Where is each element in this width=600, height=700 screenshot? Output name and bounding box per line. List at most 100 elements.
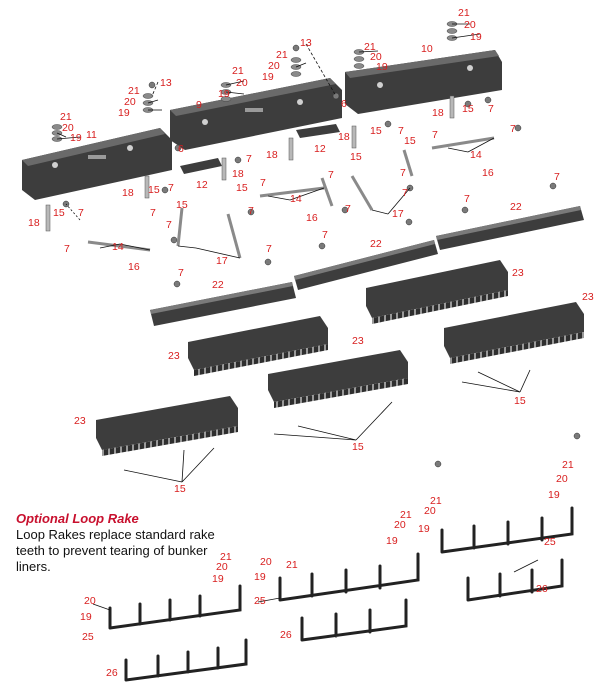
rake-bar-22-right [436,206,584,250]
callout-19-e: 19 [376,61,388,73]
callout-6a: 6 [178,143,184,155]
callout-21-f: 21 [458,7,470,19]
callout-7-o: 7 [150,207,156,219]
callout-18-e: 18 [338,131,350,143]
callout-19-k: 19 [418,523,430,535]
callout-19-h: 19 [80,611,92,623]
callout-25-c: 25 [544,536,556,548]
rake-bar-22-left [150,282,296,326]
callout-7-g: 7 [510,123,516,135]
callout-16-a: 16 [482,167,494,179]
callout-15-c: 15 [370,125,382,137]
loop-rake-group [108,506,574,682]
callout-15-i: 15 [514,395,526,407]
callout-17-b: 17 [216,255,228,267]
callout-16-c: 16 [128,261,140,273]
callout-20-f: 20 [464,19,476,31]
callout-20-d: 20 [268,60,280,72]
callout-20-h: 20 [84,595,96,607]
callout-19-g: 19 [212,573,224,585]
callout-7-a: 7 [78,207,84,219]
callout-7-i: 7 [260,177,266,189]
callout-20-g: 20 [216,561,228,573]
nut-group [62,44,581,468]
callout-7-k: 7 [345,203,351,215]
callout-13: 13 [160,77,172,89]
callout-18-c: 18 [232,168,244,180]
leader-lines [56,23,539,611]
callout-7-h: 7 [400,167,406,179]
callout-6b: 6 [341,98,347,110]
callout-20-i: 20 [260,556,272,568]
callout-19-c: 19 [218,88,230,100]
callout-22-b: 22 [370,238,382,250]
callout-23-e: 23 [74,415,86,427]
callout-15-h: 15 [176,199,188,211]
callout-21-c: 21 [232,65,244,77]
callout-7-u: 7 [402,187,408,199]
callout-20-k: 20 [424,505,436,517]
callout-26-c: 26 [536,583,548,595]
callout-19-b: 19 [118,107,130,119]
callout-12-a: 12 [196,179,208,191]
callout-23-c: 23 [582,291,594,303]
callout-15-a: 15 [53,207,65,219]
callout-14-c: 14 [112,241,124,253]
callout-26-b: 26 [280,629,292,641]
callout-10: 10 [421,43,433,55]
callout-15-b: 15 [148,184,160,196]
callout-19-i: 19 [254,571,266,583]
callout-21-a: 21 [60,111,72,123]
callout-7-e: 7 [488,103,494,115]
callout-15-k: 15 [174,483,186,495]
callout-7-n: 7 [248,205,254,217]
callout-20-j: 20 [394,519,406,531]
rake-plate-23-d [268,350,408,408]
callout-26-a: 26 [106,667,118,679]
rake-bar-22-center [294,240,438,290]
callout-20-e: 20 [370,51,382,63]
callout-7-f: 7 [432,129,438,141]
callout-25-a: 25 [82,631,94,643]
rake-plate-23-a [366,260,508,324]
callout-21-i: 21 [286,559,298,571]
callout-7-m: 7 [554,171,560,183]
callout-12-b: 12 [314,143,326,155]
callout-19-l: 19 [548,489,560,501]
callout-18-f: 18 [432,107,444,119]
callout-22-a: 22 [212,279,224,291]
callout-21-e: 21 [364,41,376,53]
rake-plate-23-b [188,316,328,376]
loop-rake-25-left [108,584,242,630]
callout-13b: 13 [300,37,312,49]
note-body: Loop Rakes replace standard rake teeth t… [16,527,215,574]
callout-15-e: 15 [350,151,362,163]
callout-21-d: 21 [276,49,288,61]
callout-16-b: 16 [306,212,318,224]
callout-15-j: 15 [352,441,364,453]
callout-19-f: 19 [470,31,482,43]
callout-19-a: 19 [70,132,82,144]
callout-21-g: 21 [220,551,232,563]
rake-plate-23-e [96,396,238,456]
callout-7-b: 7 [168,182,174,194]
callout-7-j: 7 [328,169,334,181]
callout-7-p: 7 [166,219,172,231]
callout-7-l: 7 [464,193,470,205]
plate-12-right [296,124,340,138]
callout-7-r: 7 [322,229,328,241]
callout-22-c: 22 [510,201,522,213]
callout-21-k: 21 [430,495,442,507]
callout-7-d: 7 [398,125,404,137]
callout-23-d: 23 [352,335,364,347]
loop-rake-26-left [124,638,248,682]
bolt-18-group [45,95,455,232]
rake-plate-23-c [444,302,584,364]
loop-rake-25-right [440,506,574,554]
callout-20-c: 20 [236,77,248,89]
callout-14-b: 14 [290,193,302,205]
callout-18-a: 18 [28,217,40,229]
callout-9: 9 [196,99,202,111]
callout-15-f: 15 [404,135,416,147]
